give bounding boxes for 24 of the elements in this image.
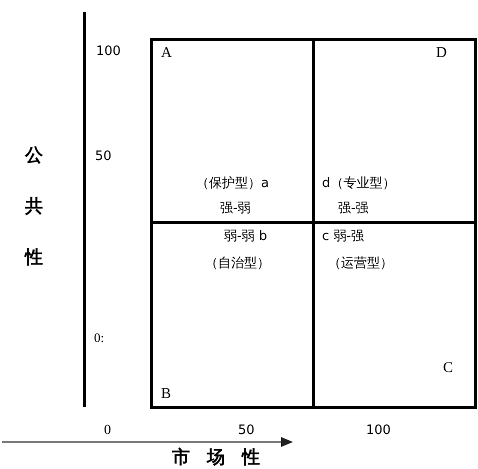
rating-label: c 弱-强	[322, 230, 364, 243]
type-label: （自治型）	[205, 257, 270, 270]
matrix-quadrant	[150, 38, 315, 224]
type-label: （运营型）	[328, 257, 393, 270]
corner-letter: D	[436, 46, 447, 61]
type-label: （保护型）a	[196, 177, 269, 190]
axis-tick-label: 0	[104, 424, 111, 438]
type-label: d（专业型）	[322, 177, 396, 190]
corner-letter: A	[161, 46, 172, 61]
rating-label: 弱-弱 b	[224, 230, 268, 243]
corner-letter: C	[443, 361, 454, 376]
axis-tick-label: 100	[96, 45, 121, 58]
axis-tick-label: 50	[95, 150, 112, 163]
axis-title: 市场性	[172, 449, 277, 467]
axis-tick-label: 50	[238, 424, 255, 437]
axis-tick-label: 100	[366, 424, 391, 437]
rating-label: 强-强	[338, 202, 369, 215]
corner-letter: B	[161, 387, 172, 402]
matrix-quadrant	[150, 221, 315, 409]
matrix-quadrant	[312, 38, 477, 224]
axis-tick-label: 0:	[94, 331, 104, 344]
matrix-quadrant	[312, 221, 477, 409]
axis-title: 公共性	[25, 144, 43, 270]
rating-label: 强-弱	[220, 202, 251, 215]
